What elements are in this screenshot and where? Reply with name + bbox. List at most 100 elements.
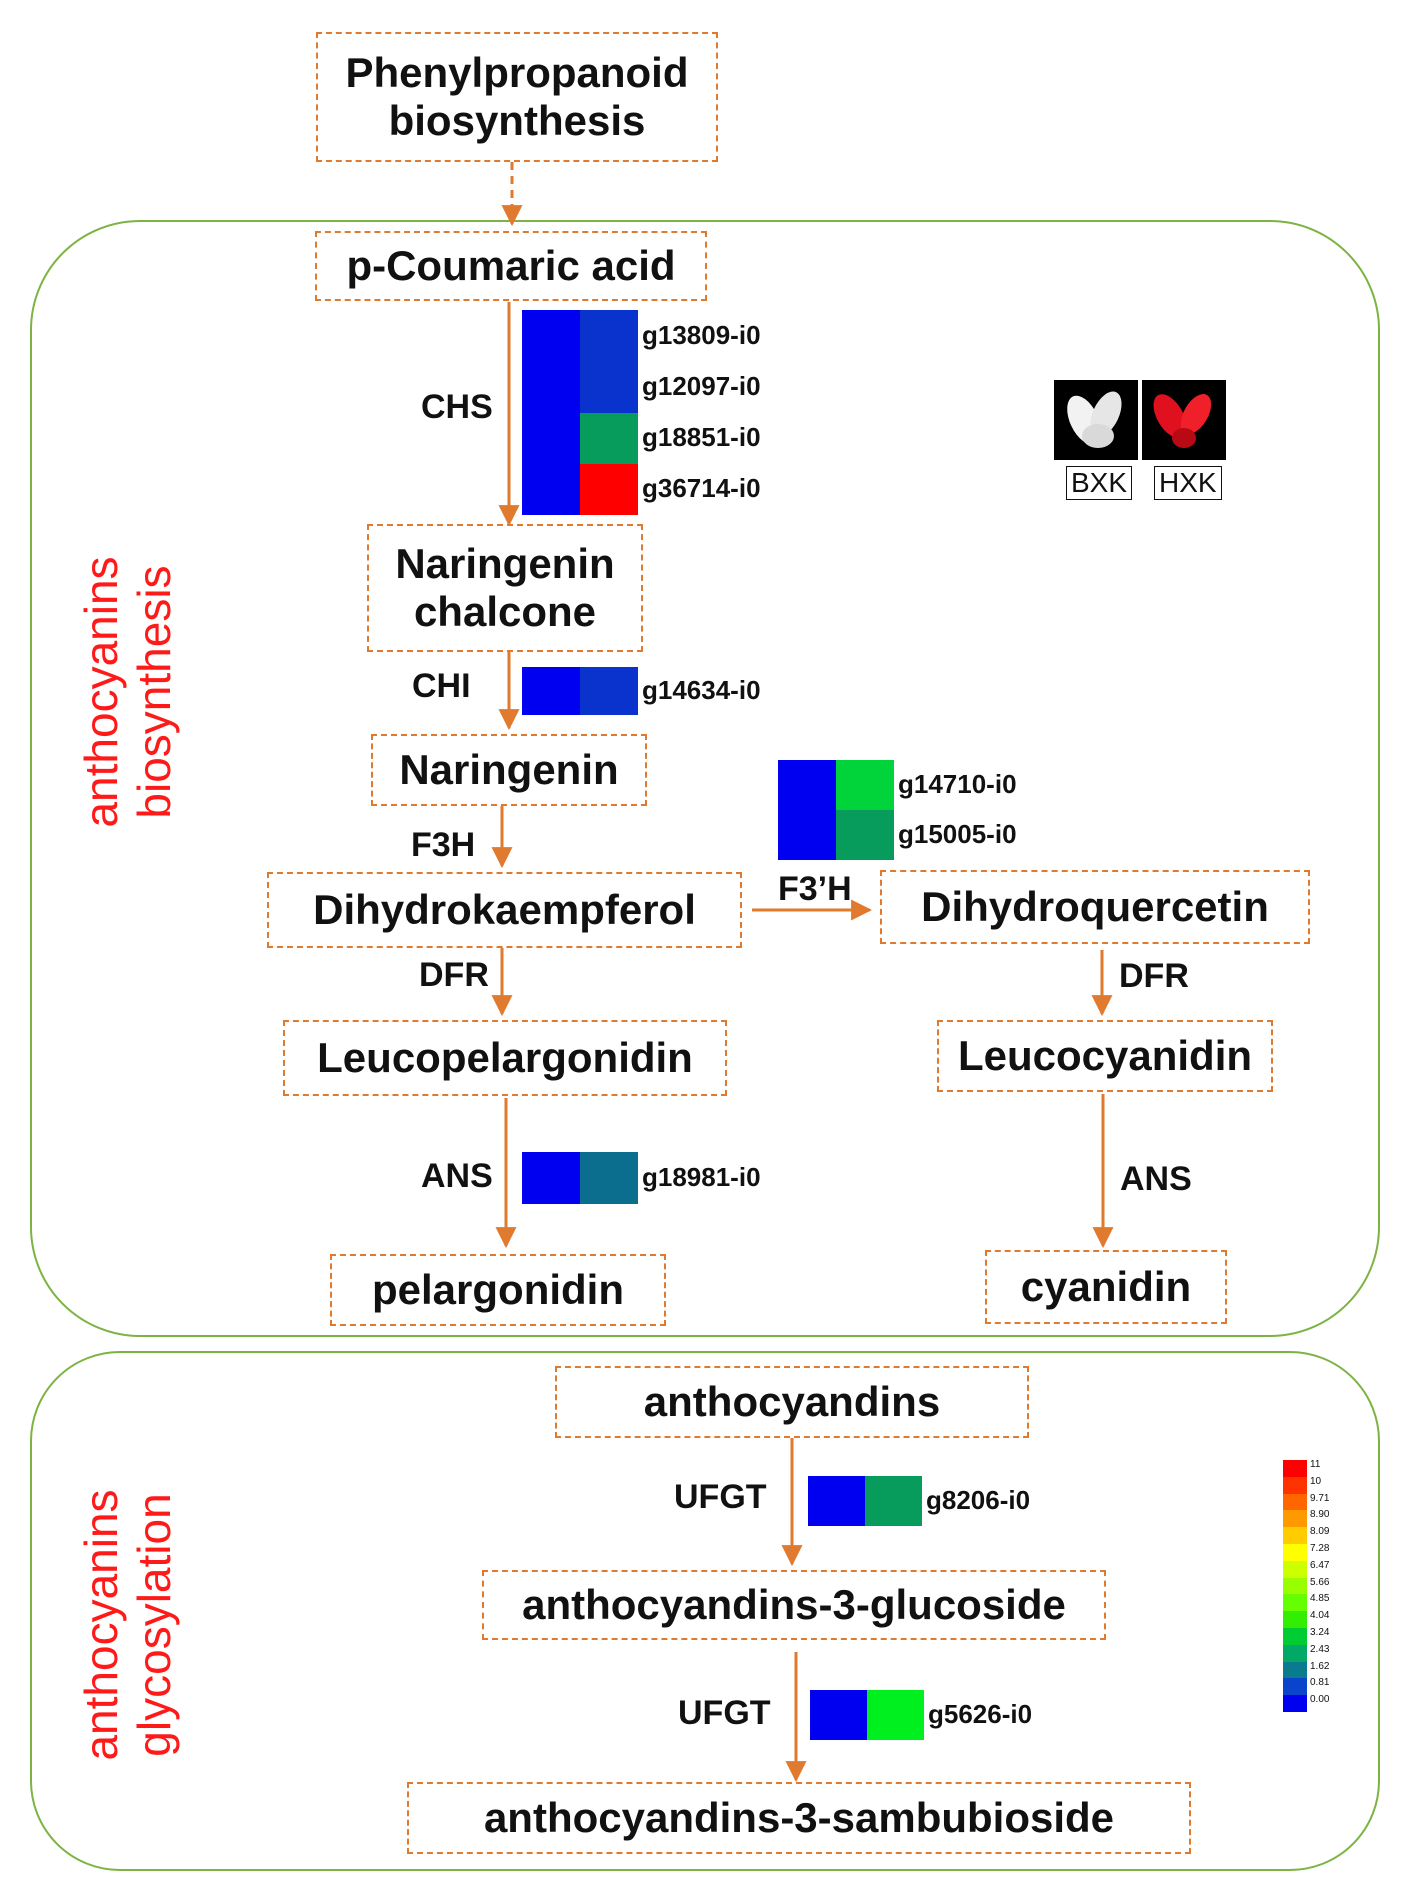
heatmap-row <box>808 1476 922 1526</box>
color-scale-label: 5.66 <box>1310 1576 1330 1588</box>
heatmap-cell-hxk <box>580 463 638 515</box>
color-scale-label: 10 <box>1310 1475 1322 1487</box>
color-scale-step <box>1283 1577 1307 1595</box>
biosynthesis-panel <box>30 220 1380 1337</box>
enzyme-ans-right: ANS <box>1120 1160 1192 1198</box>
enzyme-chi: CHI <box>412 667 471 705</box>
node-leucopelargonidin: Leucopelargonidin <box>283 1020 727 1096</box>
heatmap-row <box>778 760 894 810</box>
heatmap-chi <box>522 667 638 715</box>
heatmap-cell-hxk <box>580 310 638 362</box>
color-scale-label: 0.81 <box>1310 1677 1330 1689</box>
color-scale-label: 7.28 <box>1310 1542 1330 1554</box>
heatmap-cell-hxk <box>580 1152 638 1204</box>
color-scale-label: 8.09 <box>1310 1526 1330 1538</box>
heatmap-row <box>778 810 894 860</box>
heatmap-chs <box>522 310 638 515</box>
gene-label: g5626-i0 <box>928 1699 1033 1729</box>
heatmap-row <box>522 310 638 362</box>
enzyme-dfr-right: DFR <box>1119 957 1189 995</box>
color-scale-label: 2.43 <box>1310 1643 1330 1655</box>
node-anthocyandins-3-glucoside: anthocyandins-3-glucoside <box>482 1570 1106 1640</box>
enzyme-ufgt-1: UFGT <box>674 1478 767 1516</box>
enzyme-f3h: F3H <box>411 826 476 864</box>
node-naringenin: Naringenin <box>371 734 647 806</box>
heatmap-row <box>522 1152 638 1204</box>
gene-label: g18851-i0 <box>642 422 761 453</box>
heatmap-row <box>522 412 638 464</box>
node-p-coumaric-acid: p-Coumaric acid <box>315 231 707 301</box>
color-scale-step <box>1283 1594 1307 1612</box>
color-scale-label: 6.47 <box>1310 1559 1330 1571</box>
enzyme-f3prime-h: F3’H <box>778 870 852 908</box>
heatmap-cell-hxk <box>580 667 638 715</box>
color-scale-label: 0.00 <box>1310 1694 1330 1706</box>
glycosylation-side-label: anthocyanins glycosylation <box>75 1489 180 1761</box>
node-dihydroquercetin: Dihydroquercetin <box>880 870 1310 944</box>
heatmap-cell-bxk <box>522 1152 580 1204</box>
heatmap-row <box>522 463 638 515</box>
heatmap-row <box>810 1690 924 1740</box>
red-flower-photo <box>1142 380 1226 460</box>
color-scale-step <box>1283 1611 1307 1628</box>
color-scale-label: 11 <box>1310 1459 1321 1470</box>
heatmap-cell-bxk <box>778 810 836 860</box>
heatmap-ufgt-1 <box>808 1476 922 1526</box>
heatmap-cell-hxk <box>580 412 638 464</box>
node-leucocyanidin: Leucocyanidin <box>937 1020 1273 1092</box>
heatmap-cell-hxk <box>836 760 894 810</box>
gene-label: g14634-i0 <box>642 675 761 705</box>
heatmap-cell-hxk <box>867 1690 924 1740</box>
biosynthesis-side-label: anthocyanins biosynthesis <box>75 556 180 828</box>
color-scale-step <box>1283 1560 1307 1578</box>
color-scale-label: 4.85 <box>1310 1593 1330 1605</box>
gene-label: g8206-i0 <box>926 1485 1031 1515</box>
color-scale-step <box>1283 1644 1307 1662</box>
heatmap-cell-bxk <box>522 412 580 464</box>
node-anthocyandins-3-sambubioside: anthocyandins-3-sambubioside <box>407 1782 1191 1854</box>
heatmap-cell-hxk <box>580 361 638 413</box>
color-scale-step <box>1283 1510 1307 1528</box>
node-phenylpropanoid: Phenylpropanoid biosynthesis <box>316 32 718 162</box>
heatmap-f3prime-h <box>778 760 894 860</box>
color-scale-step <box>1283 1493 1307 1511</box>
gene-label: g18981-i0 <box>642 1162 761 1192</box>
heatmap-cell-bxk <box>808 1476 865 1526</box>
node-dihydrokaempferol: Dihydrokaempferol <box>267 872 742 948</box>
heatmap-cell-bxk <box>522 667 580 715</box>
color-scale-label: 3.24 <box>1310 1626 1330 1638</box>
gene-label: g14710-i0 <box>898 769 1017 799</box>
color-scale-step <box>1283 1460 1307 1477</box>
node-naringenin-chalcone: Naringenin chalcone <box>367 524 643 652</box>
heatmap-cell-bxk <box>778 760 836 810</box>
color-scale-step <box>1283 1661 1307 1679</box>
heatmap-row <box>522 667 638 715</box>
color-scale-bar <box>1283 1460 1307 1712</box>
node-pelargonidin: pelargonidin <box>330 1254 666 1326</box>
heatmap-cell-bxk <box>522 310 580 362</box>
gene-label: g12097-i0 <box>642 370 761 401</box>
heatmap-ans <box>522 1152 638 1204</box>
color-scale-step <box>1283 1476 1307 1494</box>
heatmap-row <box>522 361 638 413</box>
enzyme-ufgt-2: UFGT <box>678 1694 771 1732</box>
enzyme-chs: CHS <box>421 388 493 426</box>
heatmap-cell-bxk <box>522 361 580 413</box>
heatmap-cell-bxk <box>522 463 580 515</box>
color-scale-step <box>1283 1543 1307 1561</box>
color-scale-step <box>1283 1678 1307 1696</box>
color-scale-label: 9.71 <box>1310 1492 1330 1504</box>
heatmap-cell-hxk <box>836 810 894 860</box>
color-scale-label: 1.62 <box>1310 1660 1330 1672</box>
color-scale-step <box>1283 1695 1307 1712</box>
white-flower-photo <box>1054 380 1138 460</box>
node-anthocyandins: anthocyandins <box>555 1366 1029 1438</box>
glycosylation-panel <box>30 1351 1380 1871</box>
gene-label: g13809-i0 <box>642 319 761 350</box>
sample-label-bxk: BXK <box>1066 466 1133 500</box>
heatmap-cell-bxk <box>810 1690 867 1740</box>
color-scale-label: 4.04 <box>1310 1610 1330 1622</box>
enzyme-dfr-left: DFR <box>419 956 489 994</box>
